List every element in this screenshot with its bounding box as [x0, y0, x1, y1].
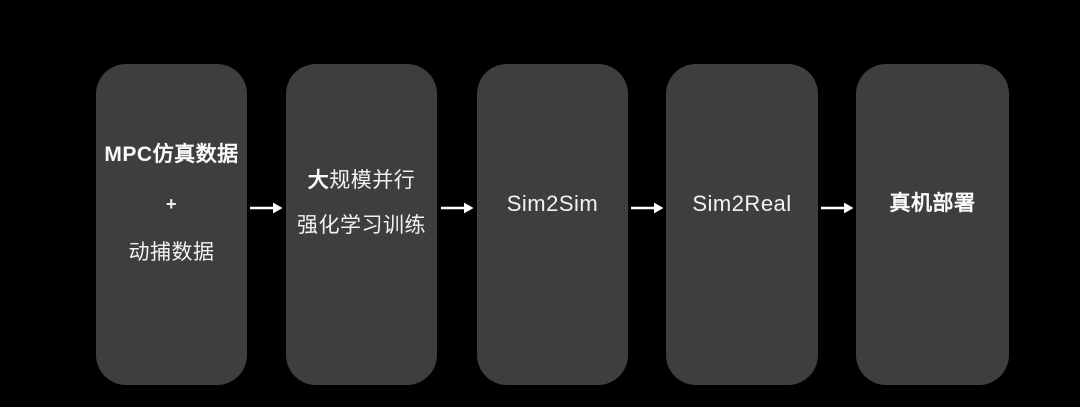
- step-label: Sim2Sim: [506, 190, 599, 216]
- step-label-lead: 大: [307, 169, 330, 192]
- flow-step-sim2sim: Sim2Sim: [477, 64, 628, 385]
- step-label-line: 动捕数据: [128, 240, 215, 264]
- step-text-block: Sim2Sim: [506, 190, 599, 216]
- step-text-block: Sim2Real: [692, 190, 792, 216]
- step-text-block: 真机部署: [889, 191, 976, 215]
- step-label-line: 强化学习训练: [297, 214, 426, 237]
- flow-step-rl-training: 大规模并行 强化学习训练: [286, 64, 437, 385]
- flow-step-deployment: 真机部署: [856, 64, 1009, 385]
- step-label-rest: 规模并行: [329, 169, 416, 192]
- step-label: 真机部署: [889, 191, 976, 215]
- arrow-right-icon: [249, 201, 283, 215]
- arrow-right-icon: [630, 201, 664, 215]
- step-text-block: MPC仿真数据 + 动捕数据: [104, 142, 239, 264]
- flow-step-sim2real: Sim2Real: [666, 64, 818, 385]
- arrow-right-icon: [820, 201, 854, 215]
- step-label: Sim2Real: [692, 190, 792, 216]
- step-label-line: 大规模并行: [308, 170, 416, 192]
- flow-step-training-data: MPC仿真数据 + 动捕数据: [96, 64, 247, 385]
- arrow-right-icon: [440, 201, 474, 215]
- step-label-line: MPC仿真数据: [104, 142, 239, 166]
- plus-sign: +: [165, 193, 177, 214]
- step-text-block: 大规模并行 强化学习训练: [297, 170, 426, 237]
